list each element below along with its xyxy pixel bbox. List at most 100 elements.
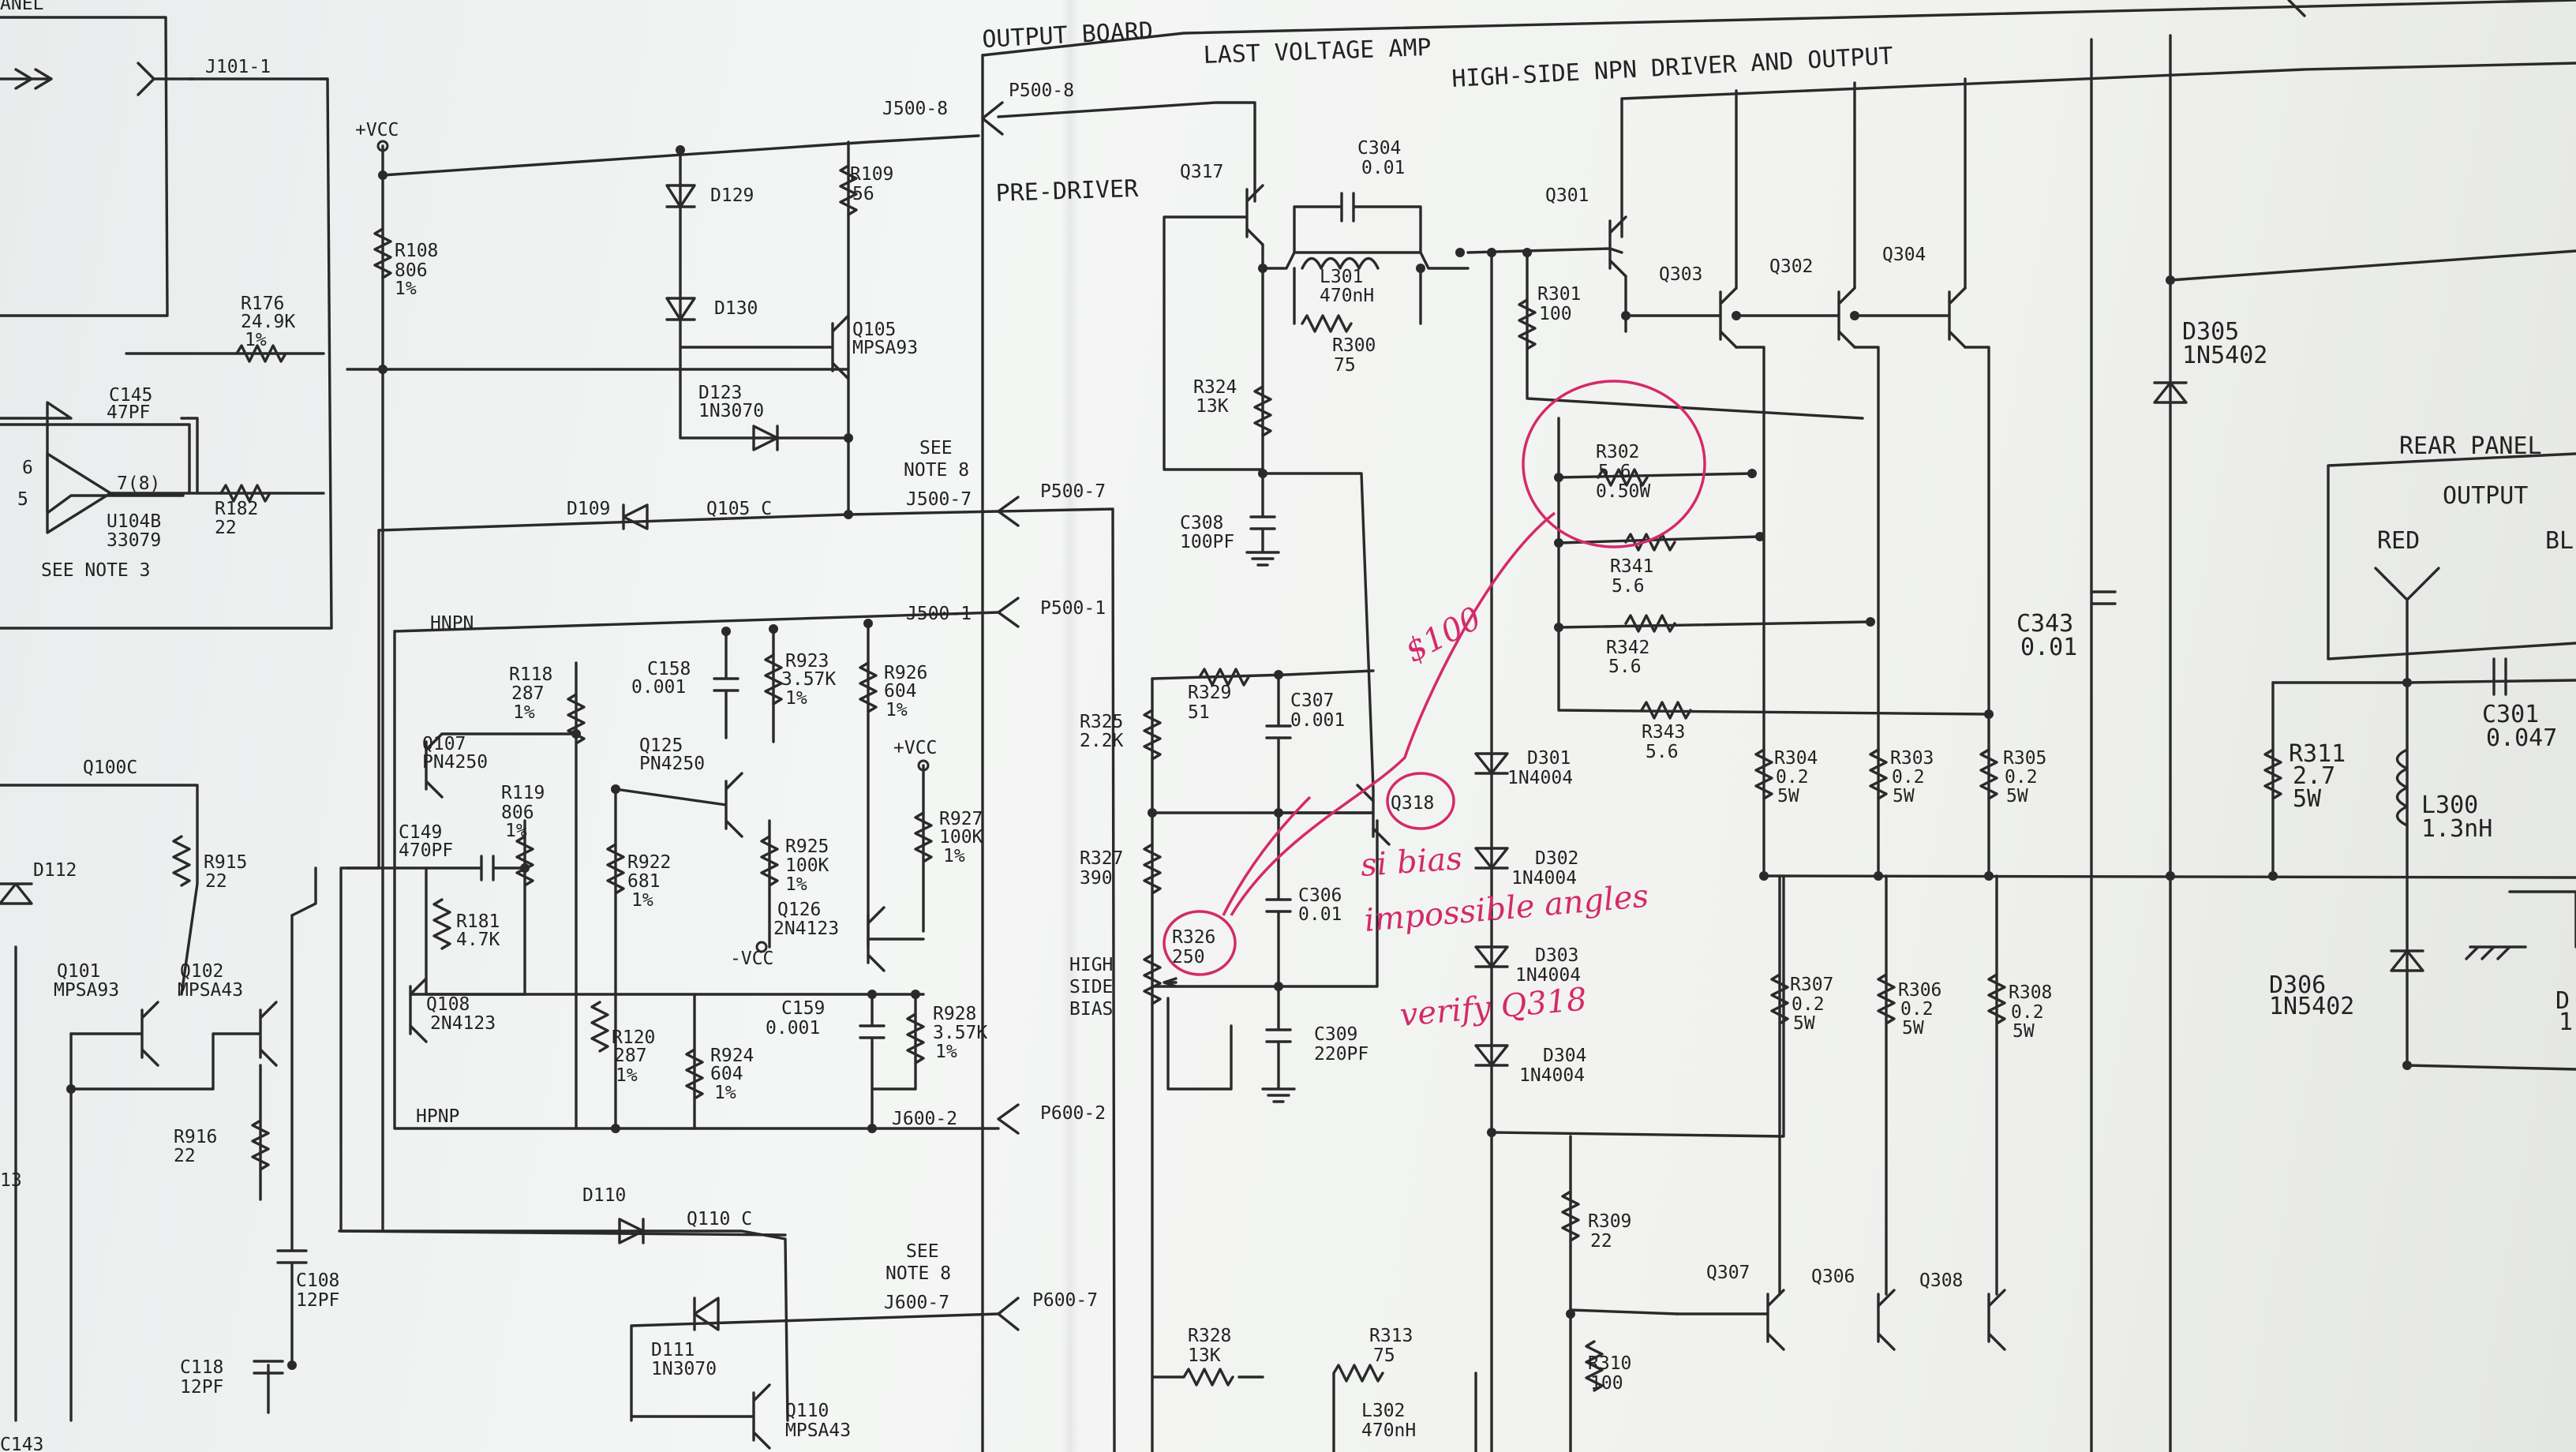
r304-power: 5W	[1777, 786, 1799, 806]
resistor-r120	[590, 1001, 609, 1053]
resistor-r310	[1569, 1308, 1679, 1392]
r176-tol: 1%	[245, 330, 267, 350]
output-board-title: OUTPUT BOARD	[982, 17, 1154, 54]
wire	[2090, 34, 2172, 1452]
d301-name: D301	[1527, 748, 1571, 769]
r118-tol: 1%	[513, 702, 535, 723]
transistor-q105	[679, 314, 850, 380]
r311-value: 2.7	[2293, 762, 2335, 790]
wire	[1490, 874, 1785, 1138]
wire	[630, 1312, 1000, 1422]
wire	[1261, 251, 1470, 270]
annotation-circle-q318	[1386, 772, 1455, 830]
d302-name: D302	[1535, 848, 1578, 869]
wire	[1557, 417, 1990, 716]
wire	[0, 784, 199, 996]
c343-name: C343	[2016, 610, 2073, 638]
resistor-r924	[685, 993, 704, 1130]
c149-value: 470PF	[399, 840, 453, 861]
u104b-value: 33079	[107, 530, 161, 551]
d111-value: 1N3070	[651, 1359, 717, 1379]
d123-name: D123	[698, 383, 742, 403]
connector-j500-1-label: J500-1	[906, 604, 972, 624]
r926-tol: 1%	[886, 700, 908, 720]
r925-name: R925	[785, 836, 829, 857]
c304-value: 0.01	[1361, 158, 1405, 178]
r300-name: R300	[1332, 335, 1376, 356]
capacitor-c343	[2090, 590, 2117, 605]
diode-d302	[1474, 847, 1509, 870]
capacitor-c108	[276, 914, 308, 1367]
connector-p600-7-label: P600-7	[1032, 1290, 1098, 1311]
diode-d304	[1474, 1044, 1509, 1067]
r109-name: R109	[850, 164, 893, 185]
resistor-r922	[606, 788, 625, 1130]
r302-power: 0.50W	[1596, 481, 1650, 502]
r304-name: R304	[1774, 748, 1818, 769]
r926-name: R926	[884, 663, 927, 683]
connector-p600-7	[997, 1297, 1020, 1331]
d123-value: 1N3070	[698, 401, 764, 421]
transistor-q301	[1608, 215, 1627, 278]
wire	[1624, 314, 1951, 333]
see-note-8-b2: NOTE 8	[886, 1263, 951, 1284]
resistor-r328	[1151, 1368, 1264, 1387]
panel-box	[2327, 452, 2576, 661]
red-terminal-label: RED	[2377, 527, 2420, 555]
r308-value: 0.2	[2011, 1002, 2044, 1023]
r182-value: 22	[215, 518, 237, 538]
r925-value: 100K	[785, 855, 829, 876]
r328-name: R328	[1188, 1326, 1231, 1346]
resistor-r308	[1987, 874, 2006, 1296]
connector-p500-8-label: P500-8	[1009, 80, 1074, 101]
transistor-q303	[1719, 286, 1738, 349]
r310-name: R310	[1588, 1353, 1631, 1374]
diode-d129	[665, 184, 696, 208]
d303-value: 1N4004	[1515, 965, 1581, 986]
resistor-r923	[764, 653, 783, 705]
q306-label: Q306	[1811, 1267, 1855, 1287]
resistor-r341	[1557, 533, 1762, 552]
wire	[1735, 346, 1990, 878]
q125-value: PN4250	[639, 754, 705, 774]
resistor-r304	[1754, 748, 1773, 800]
r108-value: 806	[395, 260, 428, 281]
annotation-circle-r326	[1163, 910, 1237, 976]
transistor-q307	[1676, 1289, 1785, 1351]
resistor-r927	[914, 764, 933, 933]
resistor-r916	[251, 1064, 270, 1201]
r342-value: 5.6	[1608, 657, 1642, 677]
high-side-bias-2: SIDE	[1069, 977, 1113, 997]
r324-name: R324	[1193, 377, 1237, 398]
connector-p500-7-label: P500-7	[1040, 481, 1106, 502]
resistor-r309	[1561, 1135, 1580, 1452]
c307-value: 0.001	[1290, 710, 1345, 731]
resistor-r182	[219, 484, 271, 503]
c108-name: C108	[296, 1270, 339, 1291]
capacitor-c149	[346, 855, 526, 881]
transistor-q125	[614, 772, 743, 838]
d306-value: 1N5402	[2269, 993, 2354, 1020]
r305-value: 0.2	[2005, 767, 2038, 788]
r306-power: 5W	[1902, 1018, 1924, 1038]
r176-name: R176	[241, 294, 284, 314]
d305-value: 1N5402	[2182, 342, 2267, 369]
see-note-8-a1: SEE	[919, 438, 953, 458]
wire	[393, 611, 1000, 633]
inductor-l301	[1301, 256, 1380, 270]
connector-j500-7-label: J500-7	[906, 489, 972, 510]
d109-label: D109	[567, 499, 610, 519]
q100c-label: Q100C	[83, 758, 137, 778]
d304-value: 1N4004	[1519, 1065, 1585, 1086]
resistor-r324	[1253, 385, 1272, 437]
r342-name: R342	[1606, 638, 1649, 658]
r915-value: 22	[205, 871, 227, 892]
transistor-q101	[69, 1001, 159, 1067]
output-title: OUTPUT	[2443, 482, 2528, 510]
wire	[2169, 249, 2576, 282]
q105-name: Q105	[852, 320, 896, 340]
q110-name: Q110	[785, 1401, 829, 1421]
c118-name: C118	[180, 1357, 223, 1378]
wire	[1557, 472, 1754, 479]
